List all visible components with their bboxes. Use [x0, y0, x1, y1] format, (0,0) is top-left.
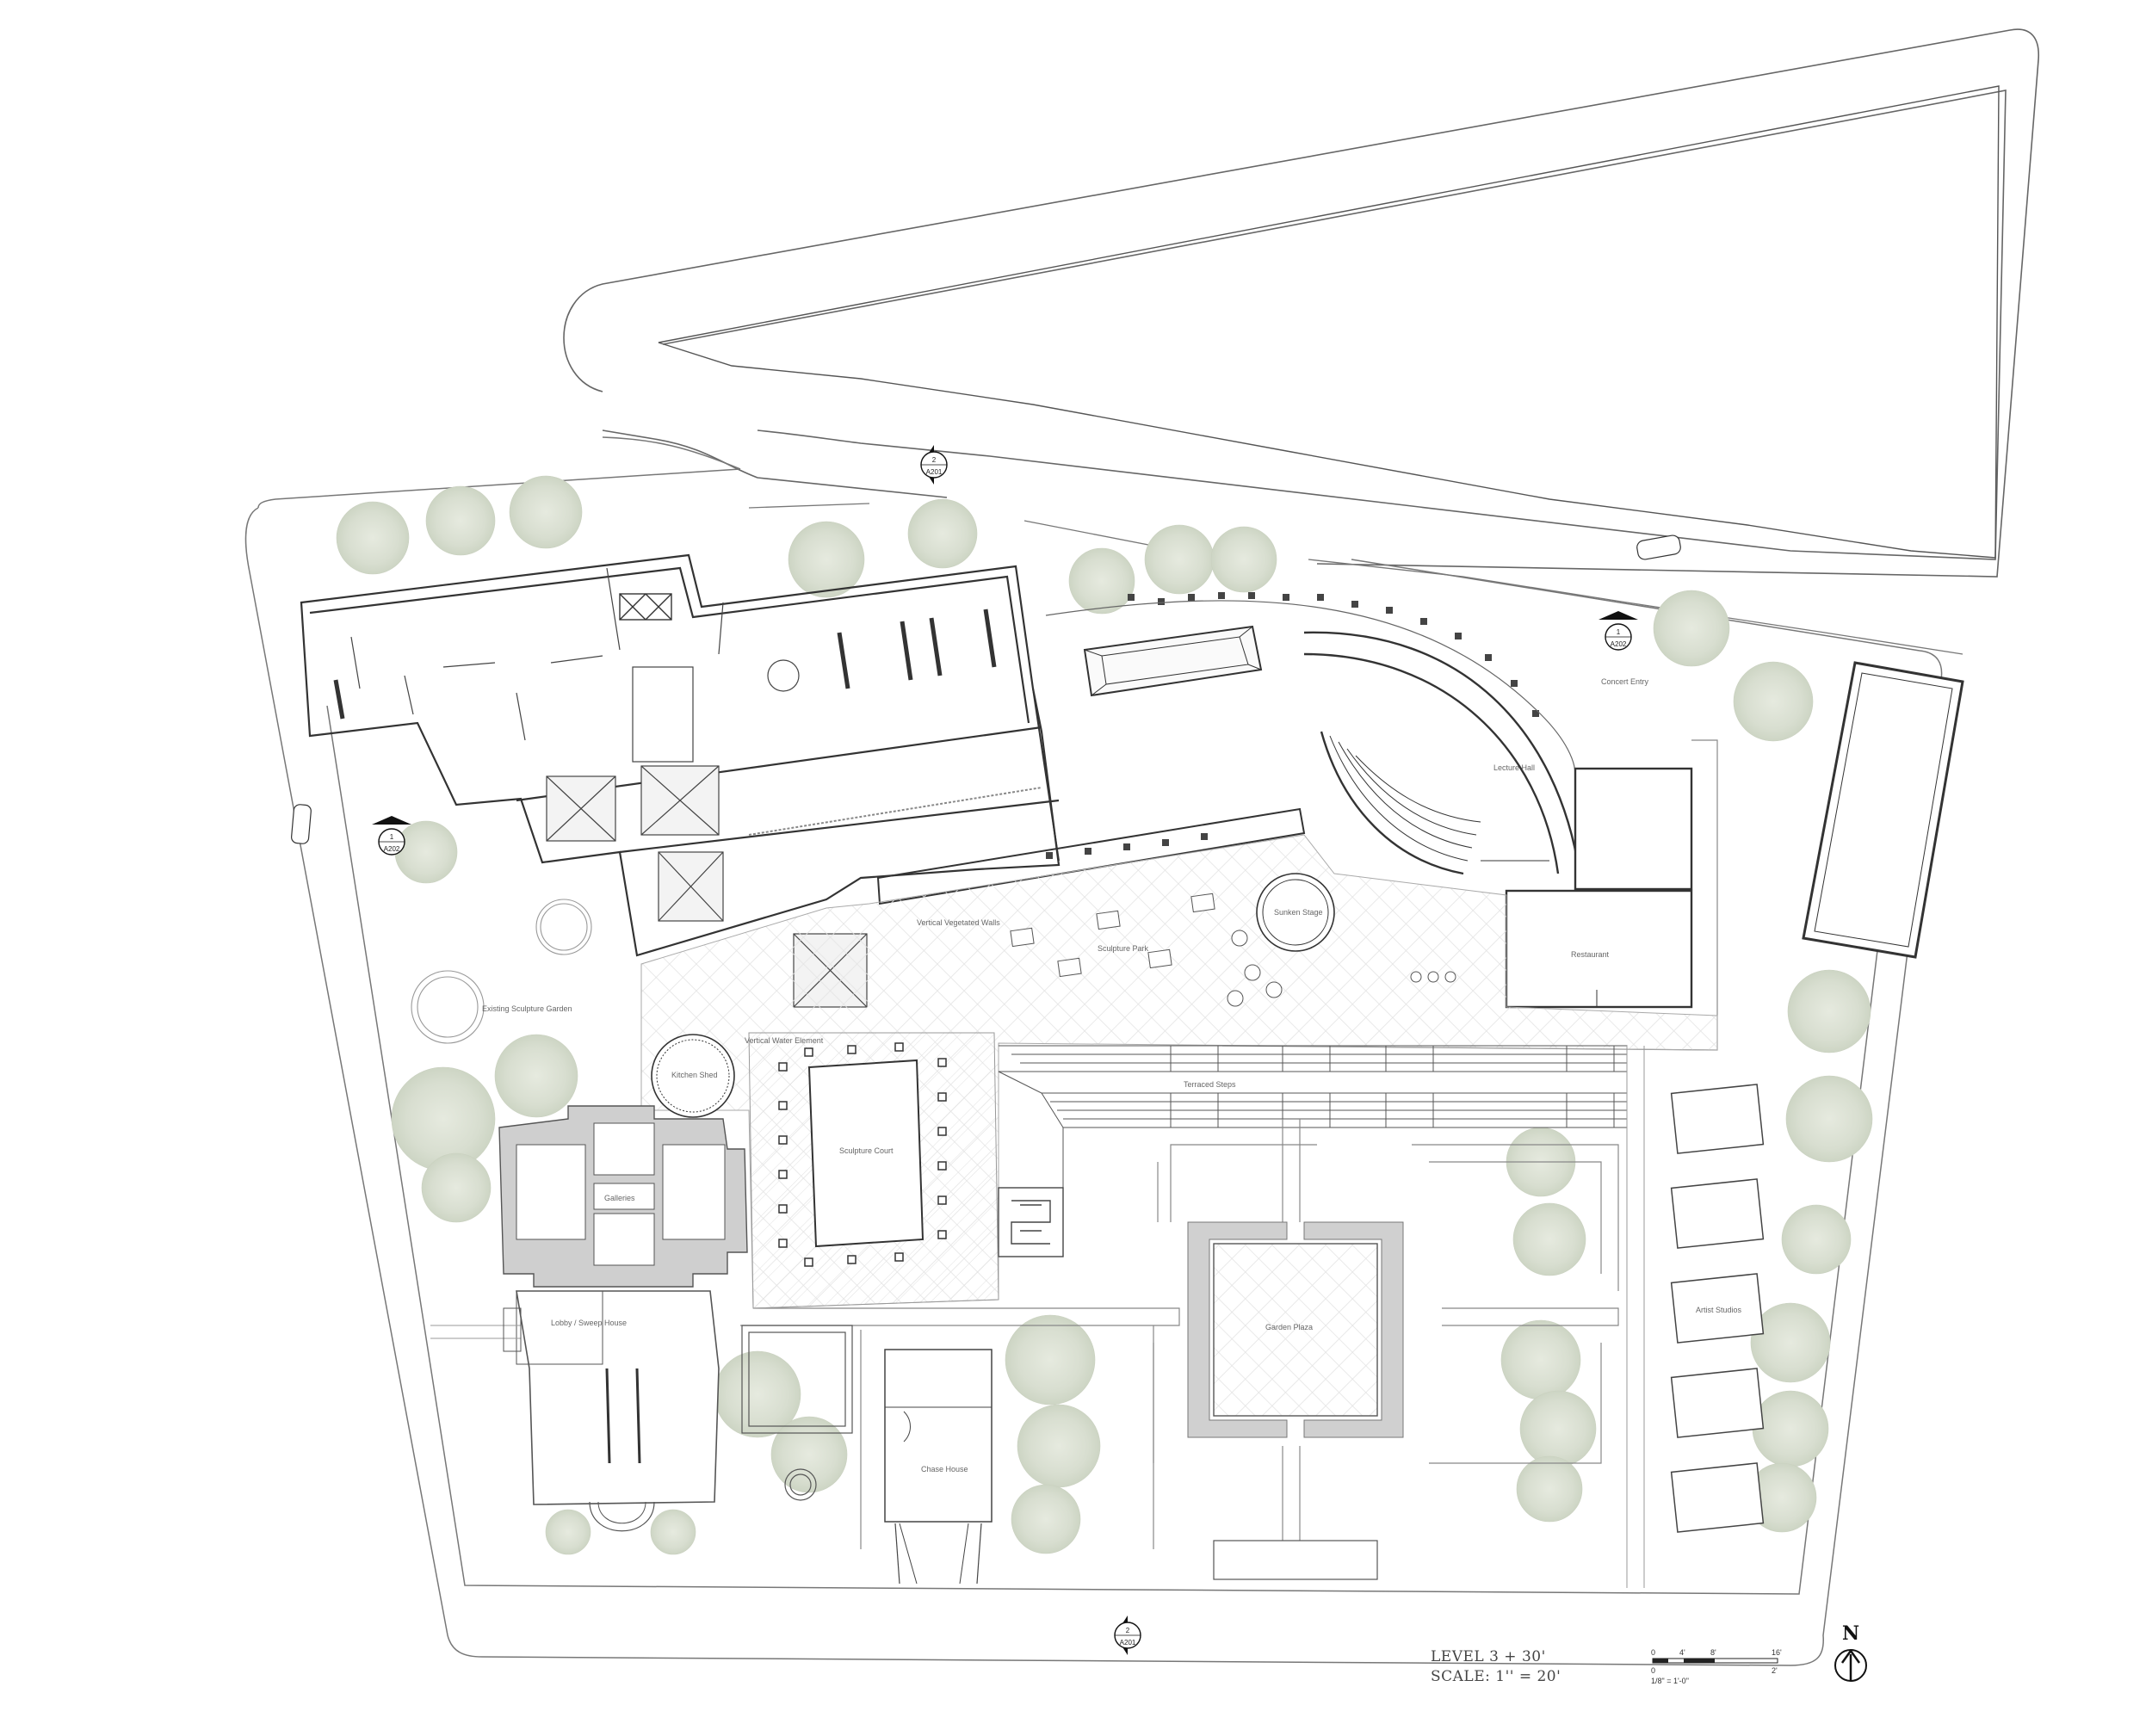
chase-house — [884, 1349, 993, 1585]
garden-paths — [740, 1119, 1619, 1580]
section-marker-east: 1 A202 — [1599, 611, 1638, 651]
section-marker-bottom: 2 A201 — [1114, 1616, 1141, 1655]
svg-text:8': 8' — [1710, 1648, 1716, 1657]
section-marker-west: 1 A202 — [372, 816, 411, 856]
label-sculpture-court: Sculpture Court — [839, 1146, 894, 1155]
elevator-core — [619, 593, 672, 621]
svg-text:2': 2' — [1772, 1666, 1778, 1675]
scale-title: SCALE: 1'' = 20' — [1431, 1668, 1561, 1685]
lecture-hall — [1303, 631, 1581, 875]
parking-shed — [1802, 661, 1964, 959]
arcade-piers — [1046, 592, 1539, 859]
label-existing-sculpture-garden: Existing Sculpture Garden — [482, 1004, 572, 1013]
svg-text:1: 1 — [390, 833, 394, 841]
west-garden-path — [430, 1307, 522, 1352]
label-chase-house: Chase House — [921, 1465, 968, 1473]
svg-text:A201: A201 — [1120, 1639, 1136, 1646]
label-sculpture-park: Sculpture Park — [1098, 944, 1149, 953]
kitchen-shed — [651, 1034, 735, 1118]
graphic-scale: 0 4' 8' 16' 0 2' 1/8" = 1'-0" — [1651, 1648, 1782, 1685]
plaza-furnishings — [1010, 893, 1456, 1007]
svg-text:A202: A202 — [384, 845, 400, 853]
sunken-stage — [1256, 873, 1335, 952]
sculpture-court-area — [748, 1032, 999, 1309]
garden-plaza — [1187, 1221, 1404, 1438]
planter-west — [741, 1325, 853, 1501]
svg-text:1/8" = 1'-0": 1/8" = 1'-0" — [1651, 1677, 1689, 1685]
trees — [336, 475, 1873, 1555]
label-galleries: Galleries — [604, 1194, 635, 1202]
existing-sculpture-garden — [411, 899, 592, 1044]
label-artist-studios: Artist Studios — [1696, 1306, 1742, 1314]
main-building — [300, 553, 1061, 957]
svg-text:A201: A201 — [926, 468, 943, 476]
cars — [291, 534, 1681, 844]
label-sunken-stage: Sunken Stage — [1274, 908, 1323, 917]
south-bar — [876, 688, 1306, 905]
vegetated-wall-strip — [748, 787, 1042, 836]
label-terraced-steps: Terraced Steps — [1184, 1080, 1236, 1089]
section-marker-top: 2 A201 — [920, 445, 948, 485]
restaurant-block — [1505, 767, 1693, 1009]
pavilion-roof — [1083, 625, 1263, 697]
svg-text:0: 0 — [1651, 1648, 1655, 1657]
artist-studios — [1670, 1084, 1765, 1533]
sculpture-court-columns — [778, 1042, 947, 1267]
label-vertical-water-element: Vertical Water Element — [745, 1036, 824, 1045]
svg-text:N: N — [1842, 1622, 1859, 1645]
svg-text:0: 0 — [1651, 1666, 1655, 1675]
svg-text:1: 1 — [1617, 628, 1621, 636]
label-kitchen-shed: Kitchen Shed — [671, 1071, 718, 1079]
arcade-curve — [1045, 600, 1576, 775]
studio-path — [1626, 1046, 1645, 1588]
svg-text:2: 2 — [932, 456, 937, 464]
label-concert-entry: Concert Entry — [1601, 677, 1649, 686]
svg-text:4': 4' — [1679, 1648, 1685, 1657]
ramp-switchback — [998, 1187, 1064, 1257]
road-loop — [563, 28, 2040, 578]
svg-text:2: 2 — [1126, 1627, 1130, 1634]
level-title: LEVEL 3 + 30' — [1431, 1648, 1546, 1665]
label-lecture-hall: Lecture Hall — [1493, 763, 1535, 772]
svg-text:A202: A202 — [1611, 640, 1627, 648]
galleries-building — [498, 1105, 748, 1532]
label-lobby-sweep-house: Lobby / Sweep House — [551, 1319, 627, 1327]
svg-text:16': 16' — [1772, 1648, 1782, 1657]
label-restaurant: Restaurant — [1571, 950, 1610, 959]
triangular-median — [658, 85, 2000, 559]
label-vertical-vegetated-walls: Vertical Vegetated Walls — [917, 918, 1000, 927]
gallery-walls — [333, 609, 997, 720]
north-arrow: N — [1834, 1622, 1867, 1682]
label-garden-plaza: Garden Plaza — [1265, 1323, 1313, 1331]
main-building-interior — [350, 567, 800, 763]
